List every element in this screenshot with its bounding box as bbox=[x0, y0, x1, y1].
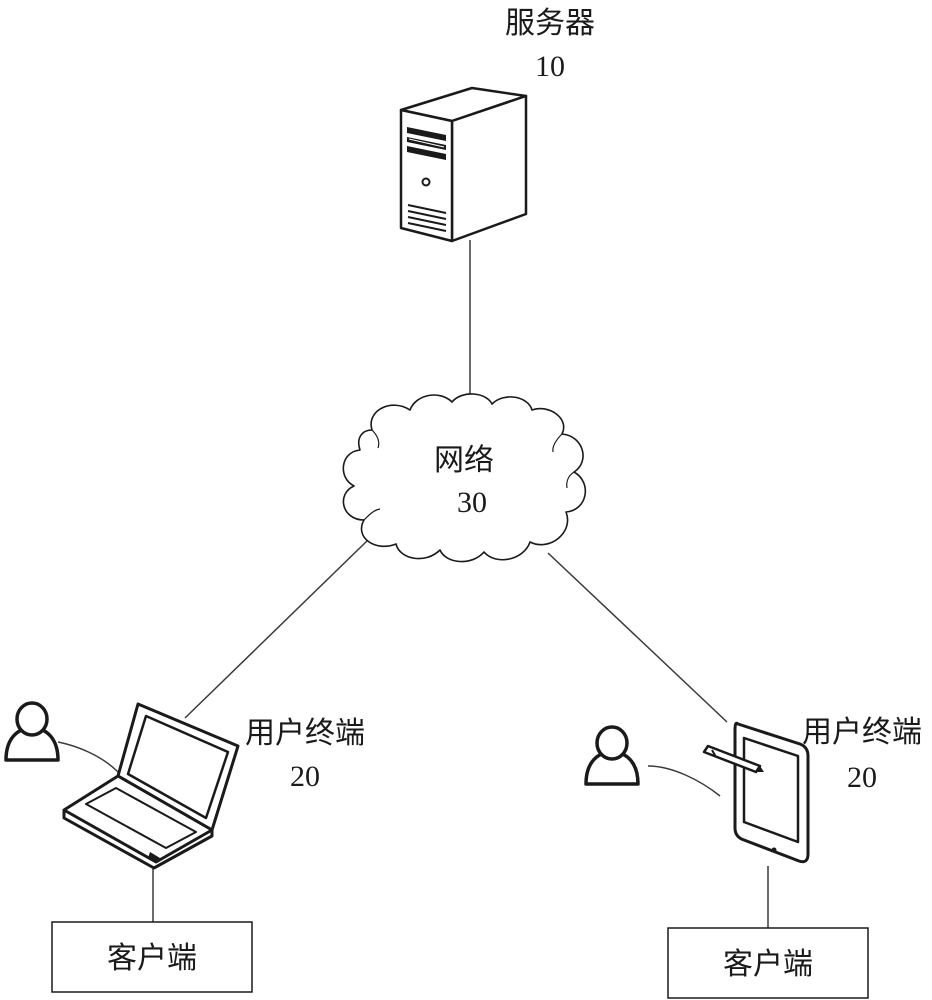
left-client-label: 客户端 bbox=[107, 941, 197, 976]
server-tower-icon bbox=[399, 86, 528, 243]
left-user-to-laptop-curve bbox=[57, 741, 119, 773]
server-label: 服务器 bbox=[505, 6, 595, 41]
right-terminal-label: 用户终端 bbox=[802, 715, 922, 750]
right-client-label: 客户端 bbox=[723, 947, 813, 982]
left-terminal-label: 用户终端 bbox=[245, 716, 365, 751]
left-client-box: 客户端 bbox=[51, 921, 253, 993]
network-number: 30 bbox=[457, 486, 487, 519]
right-user-person-icon bbox=[584, 725, 640, 786]
network-to-tablet-line bbox=[547, 552, 728, 723]
left-user-person-icon bbox=[4, 701, 60, 762]
network-label: 网络 bbox=[434, 443, 494, 478]
right-terminal-number: 20 bbox=[847, 761, 877, 794]
cloud-icon bbox=[342, 393, 587, 563]
tablet-stylus-icon bbox=[702, 721, 810, 864]
left-terminal-number: 20 bbox=[290, 760, 320, 793]
right-client-box: 客户端 bbox=[667, 927, 869, 999]
network-to-laptop-line bbox=[184, 539, 369, 719]
right-user-to-tablet-curve bbox=[647, 765, 721, 797]
laptop-icon bbox=[62, 702, 240, 870]
server-number: 10 bbox=[535, 50, 565, 83]
